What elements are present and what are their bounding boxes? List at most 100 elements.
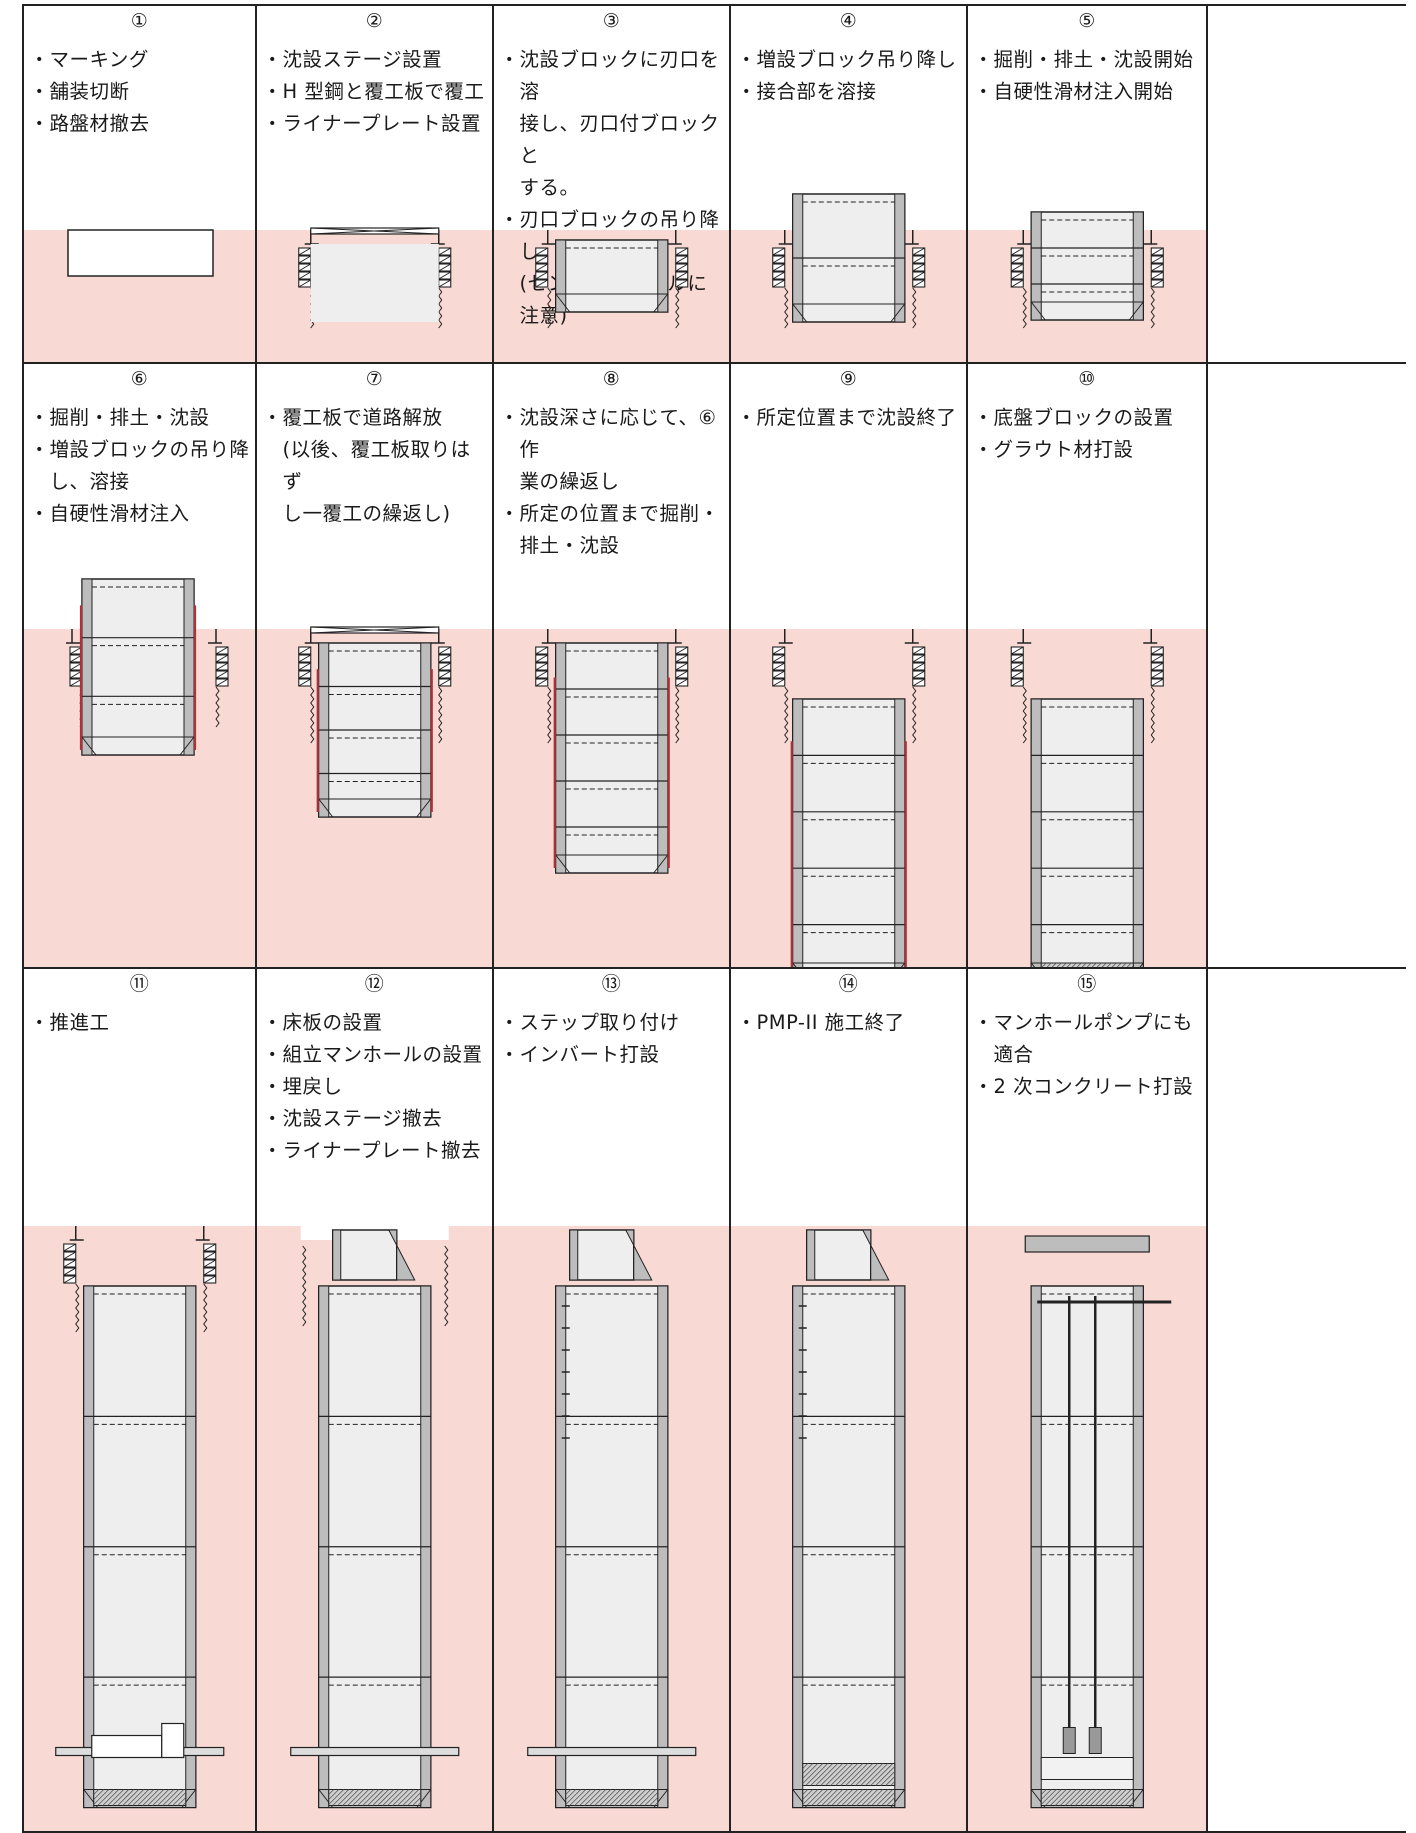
step-number: ⑭ — [838, 972, 858, 995]
step-cell: ⑪ 推進工 — [23, 968, 255, 1831]
instruction-item: 組立マンホールの設置 — [263, 1039, 489, 1071]
step-illustration — [534, 229, 688, 328]
step-cell: ② 沈設ステージ設置H 型鋼と覆工板で覆工ライナープレート設置 — [256, 5, 492, 362]
step-cell: ⑭ PMP-II 施工終了 — [730, 968, 966, 1831]
instruction-item: 沈設ステージ設置 — [263, 44, 489, 76]
step-cell: ⑬ ステップ取り付けインバート打設 — [493, 968, 729, 1831]
step-instructions: 沈設ステージ設置H 型鋼と覆工板で覆工ライナープレート設置 — [263, 44, 489, 140]
step-cell: ① マーキング舗装切断路盤材撤去 — [23, 5, 255, 362]
step-cell: ⑦ 覆工板で道路解放 (以後、覆工板取りはず し一覆工の繰返し) — [256, 363, 492, 967]
step-illustration — [1024, 1234, 1171, 1808]
step-instructions: ステップ取り付けインバート打設 — [500, 1007, 726, 1071]
step-instructions: PMP-II 施工終了 — [737, 1007, 963, 1039]
grid-rule-v — [729, 4, 731, 1831]
instruction-item: ライナープレート撤去 — [263, 1135, 489, 1167]
step-number: ⑤ — [1078, 9, 1096, 32]
grid-rule-h — [22, 4, 1406, 6]
instruction-item: 埋戻し — [263, 1071, 489, 1103]
step-illustration — [297, 625, 451, 818]
grid-rule-v — [1206, 4, 1208, 1831]
instruction-item: 掘削・排土・沈設 — [30, 402, 252, 434]
step-number: ④ — [839, 9, 857, 32]
step-illustration — [534, 628, 688, 874]
step-illustration — [289, 1225, 459, 1808]
instruction-item: グラウト材打設 — [974, 434, 1203, 466]
instruction-item: 路盤材撤去 — [30, 108, 252, 140]
instruction-item: 沈設深さに応じて、⑥作 業の繰返し — [500, 402, 726, 498]
step-instructions: 覆工板で道路解放 (以後、覆工板取りはず し一覆工の繰返し) — [263, 402, 489, 530]
step-instructions: 掘削・排土・沈設増設ブロックの吊り降 し、溶接自硬性滑材注入 — [30, 402, 252, 530]
step-number: ⑫ — [364, 972, 384, 995]
step-cell: ④ 増設ブロック吊り降し接合部を溶接 — [730, 5, 966, 362]
grid-rule-v — [492, 4, 494, 1831]
instruction-item: 所定の位置まで掘削・ 排土・沈設 — [500, 498, 726, 562]
step-illustration — [65, 577, 229, 756]
grid-rule-h — [22, 1831, 1406, 1833]
step-instructions: マンホールポンプにも 適合2 次コンクリート打設 — [974, 1007, 1203, 1103]
step-number: ⑧ — [602, 367, 620, 390]
step-cell: ⑫ 床板の設置組立マンホールの設置埋戻し沈設ステージ撤去ライナープレート撤去 — [256, 968, 492, 1831]
instruction-item: 2 次コンクリート打設 — [974, 1071, 1203, 1103]
construction-steps-grid: ① マーキング舗装切断路盤材撤去 ② 沈設ステージ設置H 型鋼と覆工板で覆工ライナープ… — [22, 4, 1406, 1833]
step-instructions: 増設ブロック吊り降し接合部を溶接 — [737, 44, 963, 108]
instruction-item: 接合部を溶接 — [737, 76, 963, 108]
step-instructions: マーキング舗装切断路盤材撤去 — [30, 44, 252, 140]
instruction-item: 舗装切断 — [30, 76, 252, 108]
instruction-item: マーキング — [30, 44, 252, 76]
instruction-item: 底盤ブロックの設置 — [974, 402, 1203, 434]
instruction-item: ライナープレート設置 — [263, 108, 489, 140]
instruction-item: 沈設ステージ撤去 — [263, 1103, 489, 1135]
instruction-item: 掘削・排土・沈設開始 — [974, 44, 1203, 76]
grid-rule-h — [22, 362, 1406, 364]
step-illustration — [1010, 628, 1164, 967]
step-number: ③ — [602, 9, 620, 32]
grid-rule-v — [255, 4, 257, 1831]
instruction-item: 自硬性滑材注入開始 — [974, 76, 1203, 108]
step-number: ⑬ — [601, 972, 621, 995]
step-number: ⑥ — [130, 367, 148, 390]
instruction-item: 増設ブロックの吊り降 し、溶接 — [30, 434, 252, 498]
step-number: ⑦ — [365, 367, 383, 390]
instruction-item: 増設ブロック吊り降し — [737, 44, 963, 76]
step-number: ⑪ — [129, 972, 149, 995]
grid-rule-v — [966, 4, 968, 1831]
step-cell: ⑧ 沈設深さに応じて、⑥作 業の繰返し所定の位置まで掘削・ 排土・沈設 — [493, 363, 729, 967]
step-illustration — [771, 192, 925, 328]
step-instructions: 床板の設置組立マンホールの設置埋戻し沈設ステージ撤去ライナープレート撤去 — [263, 1007, 489, 1167]
step-number: ⑨ — [839, 367, 857, 390]
step-number: ⑮ — [1077, 972, 1097, 995]
step-cell: ⑥ 掘削・排土・沈設増設ブロックの吊り降 し、溶接自硬性滑材注入 — [23, 363, 255, 967]
step-illustration — [526, 1228, 696, 1808]
step-illustration — [771, 628, 925, 967]
step-cell: ⑨ 所定位置まで沈設終了 — [730, 363, 966, 967]
step-number: ① — [130, 9, 148, 32]
step-cell: ③沈設ブロックに刃口を溶 接し、刃口付ブロックと する。刃口ブロックの吊り降し … — [493, 5, 729, 362]
instruction-item: ステップ取り付け — [500, 1007, 726, 1039]
instruction-item: 覆工板で道路解放 (以後、覆工板取りはず し一覆工の繰返し) — [263, 402, 489, 530]
instruction-item: 推進工 — [30, 1007, 252, 1039]
step-instructions: 推進工 — [30, 1007, 252, 1039]
step-instructions: 掘削・排土・沈設開始自硬性滑材注入開始 — [974, 44, 1203, 108]
step-cell: ⑩ 底盤ブロックの設置グラウト材打設 — [967, 363, 1206, 967]
step-illustration — [66, 228, 214, 277]
step-illustration — [297, 226, 451, 328]
step-cell: ⑤ 掘削・排土・沈設開始自硬性滑材注入開始 — [967, 5, 1206, 362]
step-illustration — [791, 1228, 905, 1808]
step-cell: ⑮ マンホールポンプにも 適合2 次コンクリート打設 — [967, 968, 1206, 1831]
step-illustration — [1010, 210, 1164, 328]
step-illustration — [54, 1225, 224, 1808]
instruction-item: 床板の設置 — [263, 1007, 489, 1039]
instruction-item: 自硬性滑材注入 — [30, 498, 252, 530]
step-instructions: 底盤ブロックの設置グラウト材打設 — [974, 402, 1203, 466]
instruction-item: PMP-II 施工終了 — [737, 1007, 963, 1039]
instruction-item: 沈設ブロックに刃口を溶 接し、刃口付ブロックと する。 — [500, 44, 726, 204]
grid-rule-h — [22, 967, 1406, 969]
grid-rule-v — [22, 4, 24, 1831]
step-number: ② — [365, 9, 383, 32]
step-number: ⑩ — [1078, 367, 1096, 390]
instruction-item: マンホールポンプにも 適合 — [974, 1007, 1203, 1071]
instruction-item: H 型鋼と覆工板で覆工 — [263, 76, 489, 108]
step-instructions: 沈設深さに応じて、⑥作 業の繰返し所定の位置まで掘削・ 排土・沈設 — [500, 402, 726, 562]
instruction-item: 所定位置まで沈設終了 — [737, 402, 963, 434]
step-instructions: 所定位置まで沈設終了 — [737, 402, 963, 434]
